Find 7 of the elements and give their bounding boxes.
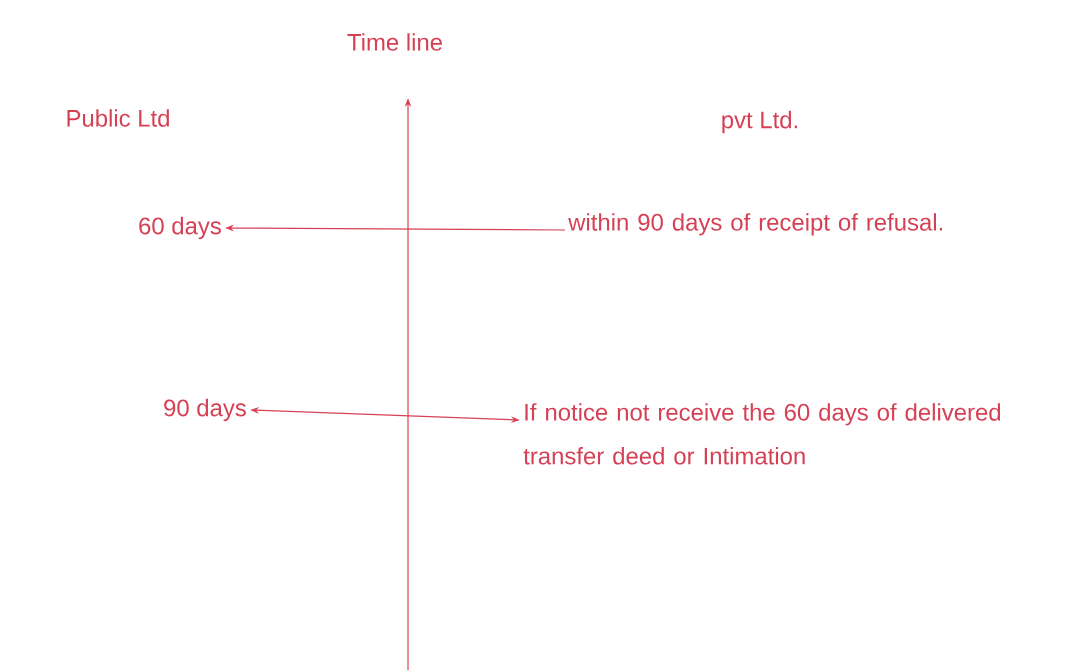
column-heading: pvt Ltd. xyxy=(722,110,797,134)
time-text: If notice not receive the 60 days of delivered transfer deed or Intimation xyxy=(523,403,1001,465)
column-heading: Public Ltd xyxy=(67,109,169,127)
time-text: within 90 days of receipt of refusal. xyxy=(568,213,943,236)
time-text: 60 days xyxy=(139,216,221,240)
title: Time line xyxy=(347,33,442,51)
time-text: 90 days xyxy=(164,398,246,422)
